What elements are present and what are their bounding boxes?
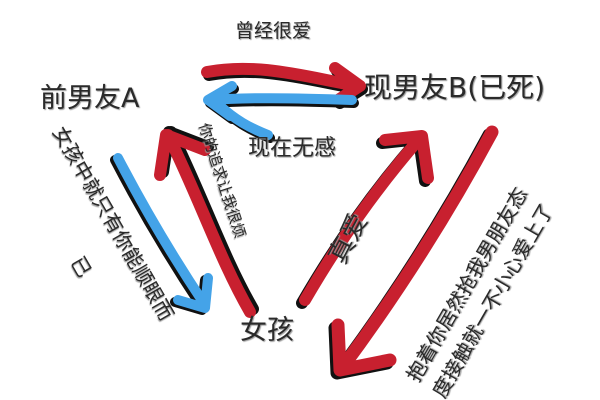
- arrow-current-to-ex: [203, 81, 359, 143]
- arrow-girl-to-ex: [154, 126, 259, 318]
- node-girl: 女孩: [240, 315, 294, 346]
- arrow-current-to-girl: [328, 125, 499, 380]
- arrow-girl-to-current: [296, 130, 434, 309]
- arrow-ex-to-girl: [110, 153, 213, 315]
- label-no-feeling-now: 现在无感: [248, 136, 337, 161]
- node-current-boyfriend: 现男友B(已死): [364, 71, 546, 104]
- node-ex-boyfriend: 前男友A: [40, 83, 140, 114]
- label-used-to-love: 曾经很爱: [235, 20, 312, 42]
